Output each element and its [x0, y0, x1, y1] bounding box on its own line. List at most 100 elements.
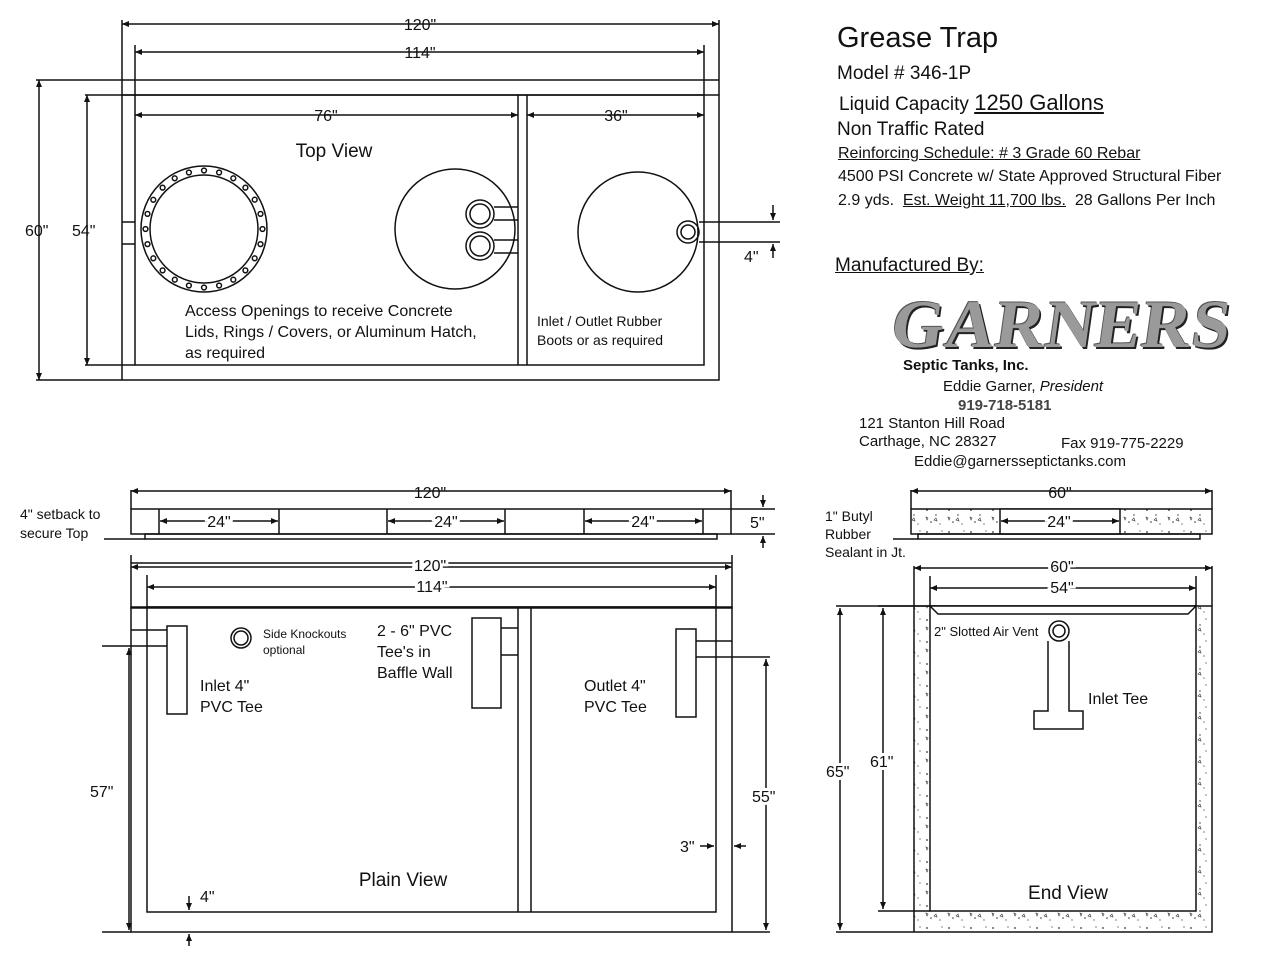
outlet-pipe [676, 220, 700, 244]
baffle-note-1: 2 - 6" PVC [377, 623, 452, 640]
plain-dim-4: 4" [200, 889, 215, 906]
bolt-hole [159, 184, 166, 191]
bolt-hole [242, 184, 249, 191]
butyl-note-2: Rubber [825, 526, 871, 542]
plain-view [102, 555, 770, 946]
top-view [36, 20, 780, 381]
dim-4: 4" [744, 249, 759, 266]
plain-dim-120: 120" [414, 558, 446, 575]
street-address: 121 Stanton Hill Road [859, 415, 1005, 432]
capacity-label: Liquid Capacity [839, 94, 969, 115]
manufactured-by: Manufactured By: [835, 255, 984, 276]
note-access-3: as required [185, 345, 265, 362]
email: Eddie@garnersseptictanks.com [914, 453, 1126, 470]
side-knockout [230, 627, 252, 649]
gallons-per-inch: 28 Gallons Per Inch [1074, 192, 1216, 209]
plain-view-inner-wall [146, 606, 717, 913]
inlet-tee-note: Inlet Tee [1088, 691, 1148, 708]
end-lid-dim-24: 24" [1047, 514, 1070, 531]
bolt-holes [142, 167, 266, 291]
fax: Fax 919-775-2229 [1061, 435, 1184, 452]
lid-dim-24-c: 24" [631, 514, 654, 531]
company-name: Septic Tanks, Inc. [903, 357, 1029, 374]
setback-note-1: 4" setback to [20, 506, 101, 522]
bolt-hole [144, 210, 151, 218]
weight-line: 2.9 yds. Est. Weight 11,700 lbs. 28 Gall… [838, 192, 1215, 210]
yards: 2.9 yds. [838, 192, 895, 209]
baffle-tee-top [465, 199, 495, 229]
dim-114: 114" [404, 45, 435, 62]
bolt-hole [251, 196, 258, 203]
plain-dim-3: 3" [680, 839, 695, 856]
baffle-tee [471, 617, 502, 709]
knockout-note-2: optional [263, 643, 305, 657]
bolt-hole [257, 240, 264, 248]
baffle-tee-bottom [465, 231, 495, 261]
setback-note-2: secure Top [20, 525, 88, 541]
contact: Eddie Garner, President [943, 378, 1103, 395]
dim-36: 36" [604, 108, 627, 125]
bolt-hole [200, 284, 208, 291]
bolt-hole [200, 167, 208, 174]
bolt-hole [257, 210, 264, 218]
reinforcing: Reinforcing Schedule: # 3 Grade 60 Rebar [838, 145, 1140, 163]
city-address: Carthage, NC 28327 [859, 433, 997, 450]
bolt-hole [259, 225, 266, 233]
bolt-hole [251, 255, 258, 262]
inlet-tee [166, 625, 188, 715]
contact-title: President [1039, 378, 1104, 395]
end-lid-view [893, 488, 1213, 540]
bolt-hole [150, 255, 157, 262]
bolt-hole [144, 240, 151, 248]
knockout-note-1: Side Knockouts [263, 627, 346, 641]
weight: Est. Weight 11,700 lbs. [902, 192, 1066, 209]
inlet-note-2: PVC Tee [200, 699, 263, 716]
lid-key [144, 533, 718, 540]
plain-view-title: Plain View [359, 870, 448, 891]
note-inlet-2: Boots or as required [537, 332, 663, 348]
plain-dim-55: 55" [752, 789, 775, 806]
inlet-note-1: Inlet 4" [200, 678, 249, 695]
end-view-title: End View [1028, 883, 1108, 904]
note-access-1: Access Openings to receive Concrete [185, 303, 453, 320]
bolt-hole [230, 276, 237, 283]
bolt-hole [215, 169, 223, 176]
model-number: Model # 346-1P [837, 63, 972, 84]
baffle-note-2: Tee's in [377, 644, 431, 661]
title: Grease Trap [837, 22, 999, 54]
reinforcing-value: # 3 Grade 60 Rebar [994, 145, 1141, 162]
outlet-tee [675, 628, 697, 718]
phone: 919-718-5181 [958, 397, 1052, 414]
capacity: Liquid Capacity 1250 Gallons [839, 90, 1104, 116]
bolt-hole [230, 175, 237, 182]
plain-dim-57: 57" [90, 784, 113, 801]
reinforcing-label: Reinforcing Schedule: [838, 145, 995, 162]
end-view-inlet-tee [1033, 641, 1084, 730]
bolt-hole [242, 267, 249, 274]
bolt-hole [142, 225, 149, 233]
bolt-hole [185, 282, 193, 289]
dim-120: 120" [404, 17, 436, 34]
garners-logo: GARNERS [886, 286, 1237, 362]
dim-76: 76" [314, 108, 337, 125]
butyl-note-1: 1" Butyl [825, 508, 873, 524]
dim-60: 60" [25, 223, 48, 240]
bolt-hole [185, 169, 193, 176]
access-ring-inner [149, 174, 259, 284]
butyl-note-3: Sealant in Jt. [825, 544, 906, 560]
vent-note: 2" Slotted Air Vent [934, 624, 1039, 639]
baffle-note-3: Baffle Wall [377, 665, 453, 682]
end-dim-60: 60" [1050, 559, 1073, 576]
outlet-opening [577, 171, 699, 293]
concrete-spec: 4500 PSI Concrete w/ State Approved Stru… [838, 168, 1222, 185]
capacity-value: 1250 Gallons [974, 90, 1104, 115]
lid-side-view [104, 488, 775, 548]
end-view-interior [929, 605, 1197, 912]
end-dim-54: 54" [1050, 580, 1073, 597]
outlet-note-1: Outlet 4" [584, 678, 646, 695]
note-access-2: Lids, Rings / Covers, or Aluminum Hatch, [185, 324, 477, 341]
lid-dim-24-a: 24" [207, 514, 230, 531]
access-ring-outer [140, 165, 268, 293]
note-inlet-1: Inlet / Outlet Rubber [537, 313, 663, 329]
top-view-title: Top View [296, 141, 373, 162]
